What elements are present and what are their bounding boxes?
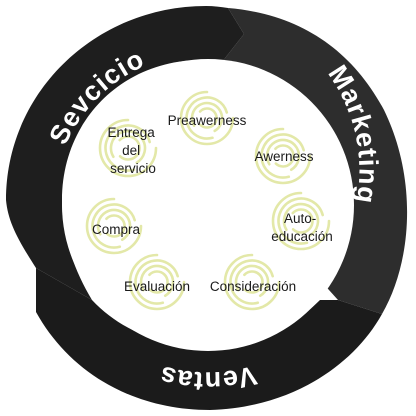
spiral-stroke bbox=[134, 259, 179, 305]
spiral-stroke bbox=[98, 118, 158, 178]
ring-segment-marketing bbox=[222, 8, 408, 314]
stage-consideracion-label: Consideración bbox=[210, 279, 296, 294]
spiral-stroke bbox=[234, 264, 270, 297]
spiral-stroke bbox=[104, 124, 151, 172]
stage-autoeducacion-label: Auto- educación bbox=[271, 211, 333, 244]
spiral-stroke bbox=[277, 197, 324, 245]
stage-entrega-line3: servicio bbox=[110, 161, 156, 176]
stage-evaluacion-label: Evaluación bbox=[124, 279, 190, 294]
spiral-stroke bbox=[229, 259, 274, 305]
stage-entrega-line2: del bbox=[122, 143, 140, 158]
stage-autoeducacion-line2: educación bbox=[271, 229, 333, 244]
spiral-stroke bbox=[118, 135, 141, 161]
spiral-preawerness bbox=[179, 90, 235, 146]
spiral-stroke bbox=[274, 144, 295, 168]
stage-entrega-label: Entrega del servicio bbox=[107, 125, 158, 176]
spiral-evaluacion bbox=[128, 253, 186, 311]
spiral-stroke bbox=[96, 208, 132, 241]
spiral-stroke bbox=[254, 127, 312, 185]
spiral-stroke bbox=[223, 253, 281, 311]
spiral-stroke bbox=[291, 208, 314, 234]
spiral-consideracion bbox=[223, 253, 281, 311]
spiral-stroke bbox=[190, 101, 224, 133]
spiral-stroke bbox=[282, 202, 320, 237]
spiral-stroke bbox=[91, 203, 136, 249]
spiral-stroke bbox=[198, 107, 218, 129]
spiral-stroke bbox=[105, 214, 126, 238]
spiral-stroke bbox=[139, 264, 175, 297]
spiral-compra bbox=[85, 197, 143, 255]
stage-spirals bbox=[85, 90, 331, 311]
spiral-stroke bbox=[271, 191, 331, 251]
spiral-stroke bbox=[128, 253, 186, 311]
stage-entrega-line1: Entrega bbox=[107, 125, 155, 140]
spiral-stroke bbox=[85, 197, 143, 255]
spiral-stroke bbox=[260, 133, 305, 179]
spiral-autoeducacion bbox=[271, 191, 331, 251]
spiral-stroke bbox=[185, 96, 229, 140]
stage-awerness-label: Awerness bbox=[254, 149, 313, 164]
spiral-stroke bbox=[109, 129, 147, 164]
stage-labels: Preawerness Awerness Auto- educación Con… bbox=[92, 113, 333, 294]
ring-segment-ventas bbox=[36, 268, 382, 410]
spiral-stroke bbox=[148, 270, 169, 294]
spiral-stroke bbox=[265, 138, 301, 171]
spiral-stroke bbox=[179, 90, 235, 146]
spiral-stroke bbox=[243, 270, 264, 294]
spiral-entrega bbox=[98, 118, 158, 178]
spiral-awerness bbox=[254, 127, 312, 185]
stage-compra-label: Compra bbox=[92, 222, 141, 237]
stage-autoeducacion-line1: Auto- bbox=[284, 211, 316, 226]
ring-segment-servicio bbox=[6, 6, 244, 300]
stage-preawerness-label: Preawerness bbox=[168, 113, 247, 128]
